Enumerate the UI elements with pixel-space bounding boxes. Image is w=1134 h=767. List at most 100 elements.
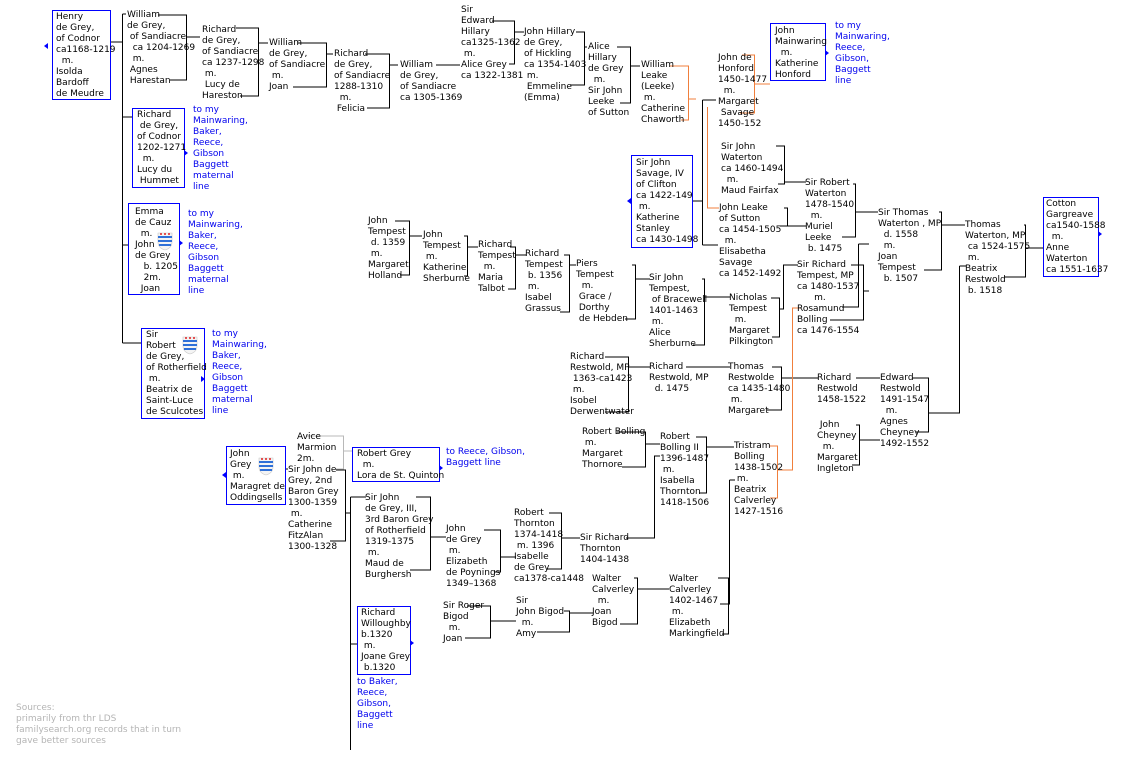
highlight-line-honford: [740, 54, 770, 114]
link-codnor-maternal-line[interactable]: to my Mainwaring, Baker, Reece, Gibson B…: [193, 105, 248, 192]
person-robert-bolling-1: Robert Bolling m. Margaret Thornore: [582, 427, 646, 470]
person-richard-tempest-1: Richard Tempest m. Maria Talbot: [478, 240, 516, 294]
person-edward-restwold: Edward Restwold 1491-1547 m. Agnes Cheyn…: [880, 373, 930, 449]
person-john-tempest-3: Sir John Tempest, of Bracewell 1401-1463…: [649, 273, 708, 349]
person-richard-restwold-2: Richard Restwold, MP d. 1475: [649, 362, 709, 394]
line-walter-calverley2: [718, 577, 730, 635]
line-waterton: [776, 145, 806, 185]
person-richard-de-grey-2: Richard de Grey, of Sandiacre 1288-1310 …: [334, 49, 391, 114]
person-nicholas-tempest: Nicholas Tempest m. Margaret Pilkington: [729, 293, 774, 347]
person-john-tempest-2: John Tempest m. Katherine Sherburne: [423, 230, 470, 284]
person-john-de-grey-4: John de Grey m. Elizabeth de Poynings 13…: [446, 524, 501, 589]
person-box-robert-grey[interactable]: [352, 447, 440, 482]
coat-of-arms-icon: [258, 457, 274, 476]
line-henry-children: [122, 13, 141, 344]
person-william-de-grey-3: William de Grey, of Sandiacre ca 1305-13…: [400, 60, 463, 103]
line-roger-bigod: [465, 605, 516, 639]
person-john-savage: Sir John Savage, IV of Clifton ca 1422-1…: [636, 158, 699, 245]
person-john-de-grey-3rd-baron: Sir John de Grey, III, 3rd Baron Grey of…: [365, 493, 434, 580]
line-nicholas: [771, 264, 798, 338]
person-william-leake: William Leake (Leeke) m. Catherine Chawo…: [641, 60, 686, 125]
person-cotton-gargreave: Cotton Gargreave ca1540-1588 m. Anne Wat…: [1046, 199, 1109, 275]
expand-right-arrow-icon[interactable]: [201, 376, 205, 382]
person-richard-willoughby: Richard Willoughby b.1320 m. Joane Grey …: [361, 608, 411, 673]
line-alice: [617, 46, 640, 104]
line-tempest3: [508, 246, 526, 290]
line-john-grey4: [484, 529, 516, 573]
person-box-emma-cauz[interactable]: [128, 203, 180, 295]
person-box-john-mainwaring[interactable]: [770, 23, 826, 81]
person-robert-bolling-2: Robert Bolling II 1396-1487 m. Isabella …: [660, 432, 710, 508]
expand-right-arrow-icon[interactable]: [439, 465, 443, 471]
person-john-de-honford: John de Honford 1450-1477 m. Margaret Sa…: [718, 53, 768, 129]
expand-right-arrow-icon[interactable]: [184, 150, 188, 156]
coat-of-arms-icon: [157, 232, 173, 251]
person-robert-thornton: Robert Thornton 1374-1418 m. 1396 Isabel…: [514, 508, 584, 584]
line-cheyney: [852, 424, 880, 466]
person-edward-hillary: Sir Edward Hillary ca1325-1362 m. Alice …: [461, 5, 524, 81]
line-piers: [625, 264, 650, 320]
expand-right-arrow-icon[interactable]: [410, 640, 414, 646]
person-box-cotton[interactable]: [1043, 197, 1099, 277]
expand-left-arrow-icon[interactable]: [627, 198, 631, 204]
person-richard-restwold-1: Richard Restwold, MP 1363-ca1423 m. Isob…: [570, 352, 634, 417]
person-thomas-waterton-1: Sir Thomas Waterton , MP d. 1558 m. Joan…: [878, 208, 942, 284]
line-richard-tempest-mp: [830, 264, 869, 321]
person-richard-restwold-3: Richard Restwold 1458-1522: [817, 373, 867, 405]
line-thomas-restwolde: [767, 366, 818, 411]
expand-right-arrow-icon[interactable]: [179, 240, 183, 246]
link-cauz-maternal-line[interactable]: to my Mainwaring, Baker, Reece, Gibson B…: [188, 209, 243, 296]
person-john-hillary: John Hillary de Grey, of Hickling ca 135…: [524, 27, 587, 103]
person-avice-marmion: Avice Marmion 2m.: [297, 432, 337, 464]
line-thomas2: [1004, 224, 1044, 278]
line-thomas1: [924, 211, 965, 271]
highlight-line-bolling: [769, 307, 801, 499]
person-roger-bigod: Sir Roger Bigod m. Joan: [443, 601, 485, 644]
line-richard1: [236, 27, 268, 97]
sources-note: Sources: primarily from thr LDS familyse…: [16, 703, 182, 746]
person-william-de-grey-2: William de Grey, of Sandiacre m. Joan: [269, 38, 326, 92]
person-robert-grey: Robert Grey m. Lora de St. Quinton: [357, 449, 445, 481]
line-william1: [158, 14, 200, 81]
person-box-john-grey[interactable]: [226, 446, 286, 505]
line-bolling1: [617, 431, 660, 468]
line-robert-waterton: [842, 183, 878, 238]
person-john-waterton: Sir John Waterton ca 1460-1494 m. Maud F…: [721, 142, 784, 196]
person-walter-calverley-2: Walter Calverley 1402-1467 m. Elizabeth …: [669, 574, 725, 639]
line-john-grey2: [330, 469, 366, 750]
person-john-leake: John Leake of Sutton ca 1454-1505 m. Eli…: [719, 203, 782, 279]
line-thornton: [547, 512, 580, 570]
line-walter-calverley1: [620, 577, 669, 625]
person-john-mainwaring: John Mainwaring m. Katherine Honford: [775, 26, 827, 80]
highlight-line-leake-sutton: [707, 107, 719, 209]
line-john-grey3: [410, 496, 446, 571]
person-box-henry[interactable]: [52, 10, 111, 100]
person-emma-de-cauz: Emma de Cauz m. John de Grey b. 1205 2m.…: [135, 207, 178, 294]
faint-line-avice: [307, 435, 353, 470]
person-tristram-bolling: Tristram Bolling 1438-1502 m. Beatrix Ca…: [734, 441, 784, 517]
link-mainwaring-line[interactable]: to my Mainwaring, Reece, Gibson, Baggett…: [835, 21, 890, 86]
expand-left-arrow-icon[interactable]: [44, 43, 48, 49]
line-tempest2: [464, 235, 478, 277]
line-john-hillary: [570, 31, 587, 86]
person-robert-waterton: Sir Robert Waterton 1478-1540 m. Muriel …: [805, 178, 855, 254]
person-walter-calverley-1: Walter Calverley m. Joan Bigod: [592, 574, 635, 628]
person-richard-thornton: Sir Richard Thornton 1404-1438: [580, 533, 630, 565]
line-savage: [684, 99, 718, 246]
expand-left-arrow-icon[interactable]: [222, 472, 226, 478]
link-reece-gibson-baggett-line[interactable]: to Reece, Gibson, Baggett line: [446, 447, 525, 468]
link-baker-reece-line[interactable]: to Baker, Reece, Gibson, Baggett line: [357, 677, 398, 731]
person-william-de-grey-1: William de Grey, of Sandiacre ca 1204-12…: [127, 10, 196, 86]
expand-right-arrow-icon[interactable]: [1098, 231, 1102, 237]
line-bolling2: [696, 436, 734, 494]
person-henry-de-grey: Henry de Grey, of Codnor ca1168-1219 m. …: [56, 12, 116, 99]
link-rotherfield-maternal-line[interactable]: to my Mainwaring, Baker, Reece, Gibson B…: [212, 329, 267, 416]
person-box-richard-willoughby[interactable]: [357, 606, 411, 675]
person-john-grey: John Grey m. Maragret de Oddingsells: [230, 449, 285, 503]
person-alice-hillary: Alice Hillary de Grey m. Sir John Leeke …: [588, 42, 630, 118]
line-leake: [780, 207, 806, 227]
expand-right-arrow-icon[interactable]: [825, 50, 829, 56]
person-box-john-savage[interactable]: [631, 155, 693, 248]
person-box-richard-codnor[interactable]: [132, 108, 185, 188]
line-william2: [293, 42, 333, 88]
